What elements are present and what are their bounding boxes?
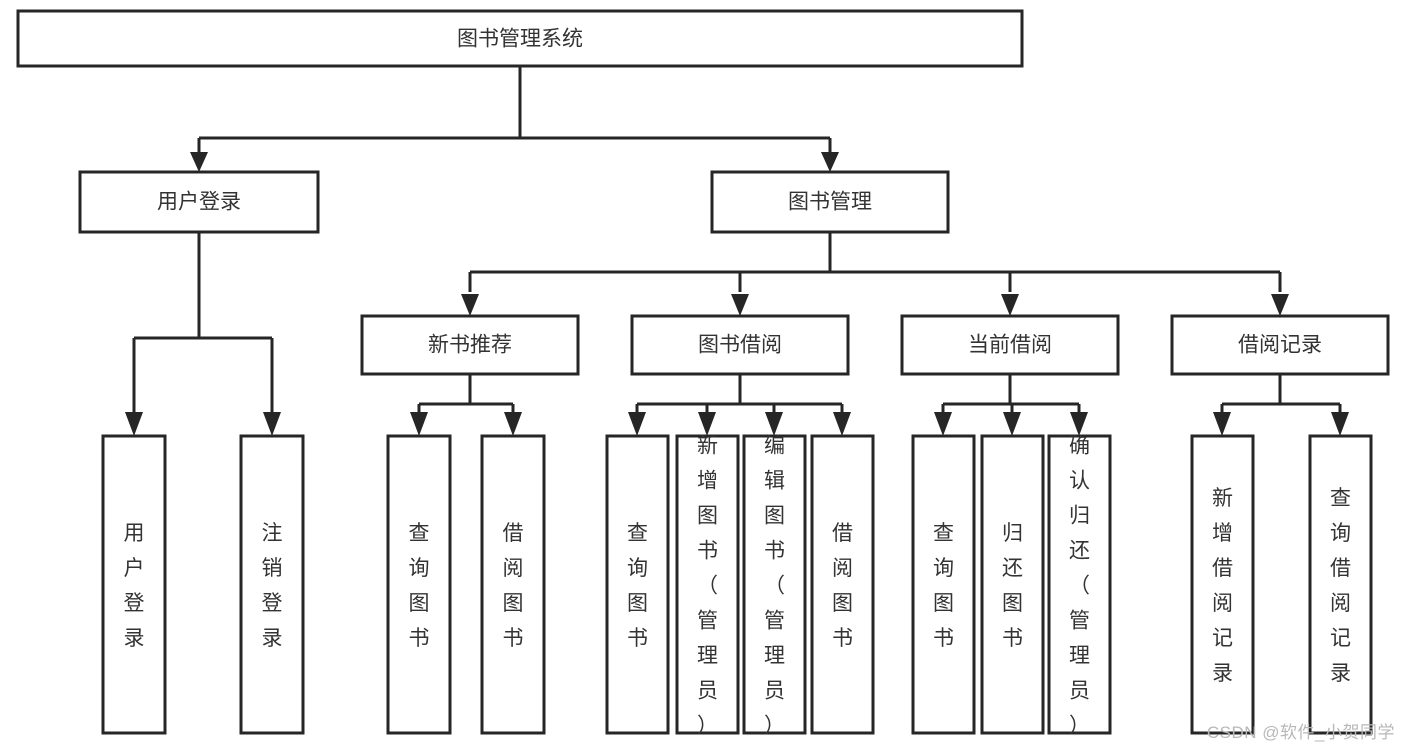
- node-book-management-box: [710, 170, 950, 234]
- arrow-head-icon: [504, 412, 522, 436]
- node-leaf-add-book-admin-box: [675, 434, 740, 735]
- node-leaf-confirm-return-admin[interactable]: 确认归还（管理员）: [1047, 434, 1112, 738]
- node-leaf-borrow-book-label: 借阅图书: [832, 522, 853, 650]
- node-leaf-edit-book-admin-label: 编辑图书（管理员）: [764, 435, 785, 738]
- arrow-head-icon: [263, 412, 281, 436]
- arrow-head-icon: [1003, 412, 1021, 436]
- node-current-borrow-label: 当前借阅: [968, 334, 1052, 357]
- node-leaf-borrow-book-recommend-label: 借阅图书: [503, 522, 524, 650]
- node-leaf-borrow-book[interactable]: 借阅图书: [810, 434, 875, 735]
- node-leaf-query-borrow-record[interactable]: 查询借阅记录: [1308, 434, 1373, 735]
- arrow-head-icon: [765, 412, 783, 436]
- arrow-head-icon: [1001, 294, 1019, 316]
- node-leaf-query-book-current[interactable]: 查询图书: [911, 434, 976, 735]
- connectors-currentborrow-to-leaves: [934, 374, 1088, 436]
- node-book-borrow-box: [630, 314, 850, 376]
- node-leaf-borrow-book-recommend-box: [480, 434, 546, 735]
- node-user-login[interactable]: 用户登录: [78, 170, 320, 234]
- arrow-head-icon: [461, 294, 479, 316]
- node-leaf-add-book-admin[interactable]: 新增图书（管理员）: [675, 434, 740, 738]
- node-leaf-edit-book-admin[interactable]: 编辑图书（管理员）: [742, 434, 807, 738]
- node-book-management[interactable]: 图书管理: [710, 170, 950, 234]
- node-leaf-edit-book-admin-box: [742, 434, 807, 735]
- connectors-userlogin-to-leaves: [125, 232, 281, 436]
- node-leaf-add-book-admin-label: 新增图书（管理员）: [697, 435, 718, 738]
- node-leaf-query-book-recommend[interactable]: 查询图书: [386, 434, 452, 735]
- node-leaf-query-book-borrow-label: 查询图书: [627, 522, 648, 650]
- arrow-head-icon: [821, 152, 839, 172]
- arrow-head-icon: [628, 412, 646, 436]
- arrow-head-icon: [1213, 412, 1231, 436]
- node-book-borrow[interactable]: 图书借阅: [630, 314, 850, 376]
- node-leaf-return-book-box: [980, 434, 1045, 735]
- node-leaf-user-login[interactable]: 用户登录: [101, 434, 167, 735]
- node-leaf-add-borrow-record-box: [1190, 434, 1255, 735]
- node-leaf-user-login-label: 用户登录: [124, 522, 145, 650]
- connectors-bookborrow-to-leaves: [628, 374, 851, 436]
- node-leaf-query-book-borrow-box: [605, 434, 670, 735]
- node-leaf-query-book-recommend-box: [386, 434, 452, 735]
- connectors-root-to-level1: [190, 66, 839, 172]
- node-borrow-record-label: 借阅记录: [1238, 334, 1322, 357]
- connectors-bookmgmt-to-level2: [461, 232, 1289, 316]
- arrow-head-icon: [833, 412, 851, 436]
- node-leaf-query-book-current-box: [911, 434, 976, 735]
- node-new-book-recommend[interactable]: 新书推荐: [360, 314, 580, 376]
- node-leaf-borrow-book-box: [810, 434, 875, 735]
- node-borrow-record-box: [1170, 314, 1390, 376]
- arrow-head-icon: [731, 294, 749, 316]
- node-new-book-recommend-box: [360, 314, 580, 376]
- node-root[interactable]: 图书管理系统: [16, 9, 1024, 68]
- node-leaf-return-book[interactable]: 归还图书: [980, 434, 1045, 735]
- node-leaf-confirm-return-admin-box: [1047, 434, 1112, 735]
- node-leaf-borrow-book-recommend[interactable]: 借阅图书: [480, 434, 546, 735]
- node-leaf-query-borrow-record-label: 查询借阅记录: [1330, 487, 1351, 685]
- arrow-head-icon: [410, 412, 428, 436]
- node-book-management-label: 图书管理: [788, 191, 872, 214]
- node-leaf-return-book-label: 归还图书: [1002, 522, 1023, 650]
- node-leaf-confirm-return-admin-label: 确认归还（管理员）: [1069, 435, 1090, 738]
- arrow-head-icon: [190, 152, 208, 172]
- node-leaf-add-borrow-record-label: 新增借阅记录: [1212, 487, 1233, 685]
- node-user-login-box: [78, 170, 320, 234]
- node-leaf-query-book-borrow[interactable]: 查询图书: [605, 434, 670, 735]
- arrow-head-icon: [934, 412, 952, 436]
- node-leaf-user-login-box: [101, 434, 167, 735]
- node-leaf-query-borrow-record-box: [1308, 434, 1373, 735]
- node-root-box: [16, 9, 1024, 68]
- arrow-head-icon: [1070, 412, 1088, 436]
- node-leaf-logout-box: [239, 434, 305, 735]
- arrow-head-icon: [1331, 412, 1349, 436]
- node-leaf-query-book-current-label: 查询图书: [933, 522, 954, 650]
- node-leaf-add-borrow-record[interactable]: 新增借阅记录: [1190, 434, 1255, 735]
- node-leaf-logout-label: 注销登录: [262, 522, 283, 650]
- node-current-borrow-box: [900, 314, 1120, 376]
- node-root-label: 图书管理系统: [457, 28, 583, 51]
- node-leaf-query-book-recommend-label: 查询图书: [409, 522, 430, 650]
- connectors-newbook-to-leaves: [410, 374, 522, 436]
- arrow-head-icon: [1271, 294, 1289, 316]
- node-user-login-label: 用户登录: [157, 191, 241, 214]
- node-new-book-recommend-label: 新书推荐: [428, 334, 512, 357]
- node-borrow-record[interactable]: 借阅记录: [1170, 314, 1390, 376]
- leaf-nodes-layer: 用户登录 注销登录 查询图书 借阅图书 查询图书 新增图书（管理员） 编辑图书（管理员） 借阅…: [101, 434, 1373, 738]
- node-book-borrow-label: 图书借阅: [698, 334, 782, 357]
- arrow-head-icon: [125, 412, 143, 436]
- arrow-head-icon: [698, 412, 716, 436]
- connectors-borrowrecord-to-leaves: [1213, 374, 1349, 436]
- node-current-borrow[interactable]: 当前借阅: [900, 314, 1120, 376]
- node-leaf-logout[interactable]: 注销登录: [239, 434, 305, 735]
